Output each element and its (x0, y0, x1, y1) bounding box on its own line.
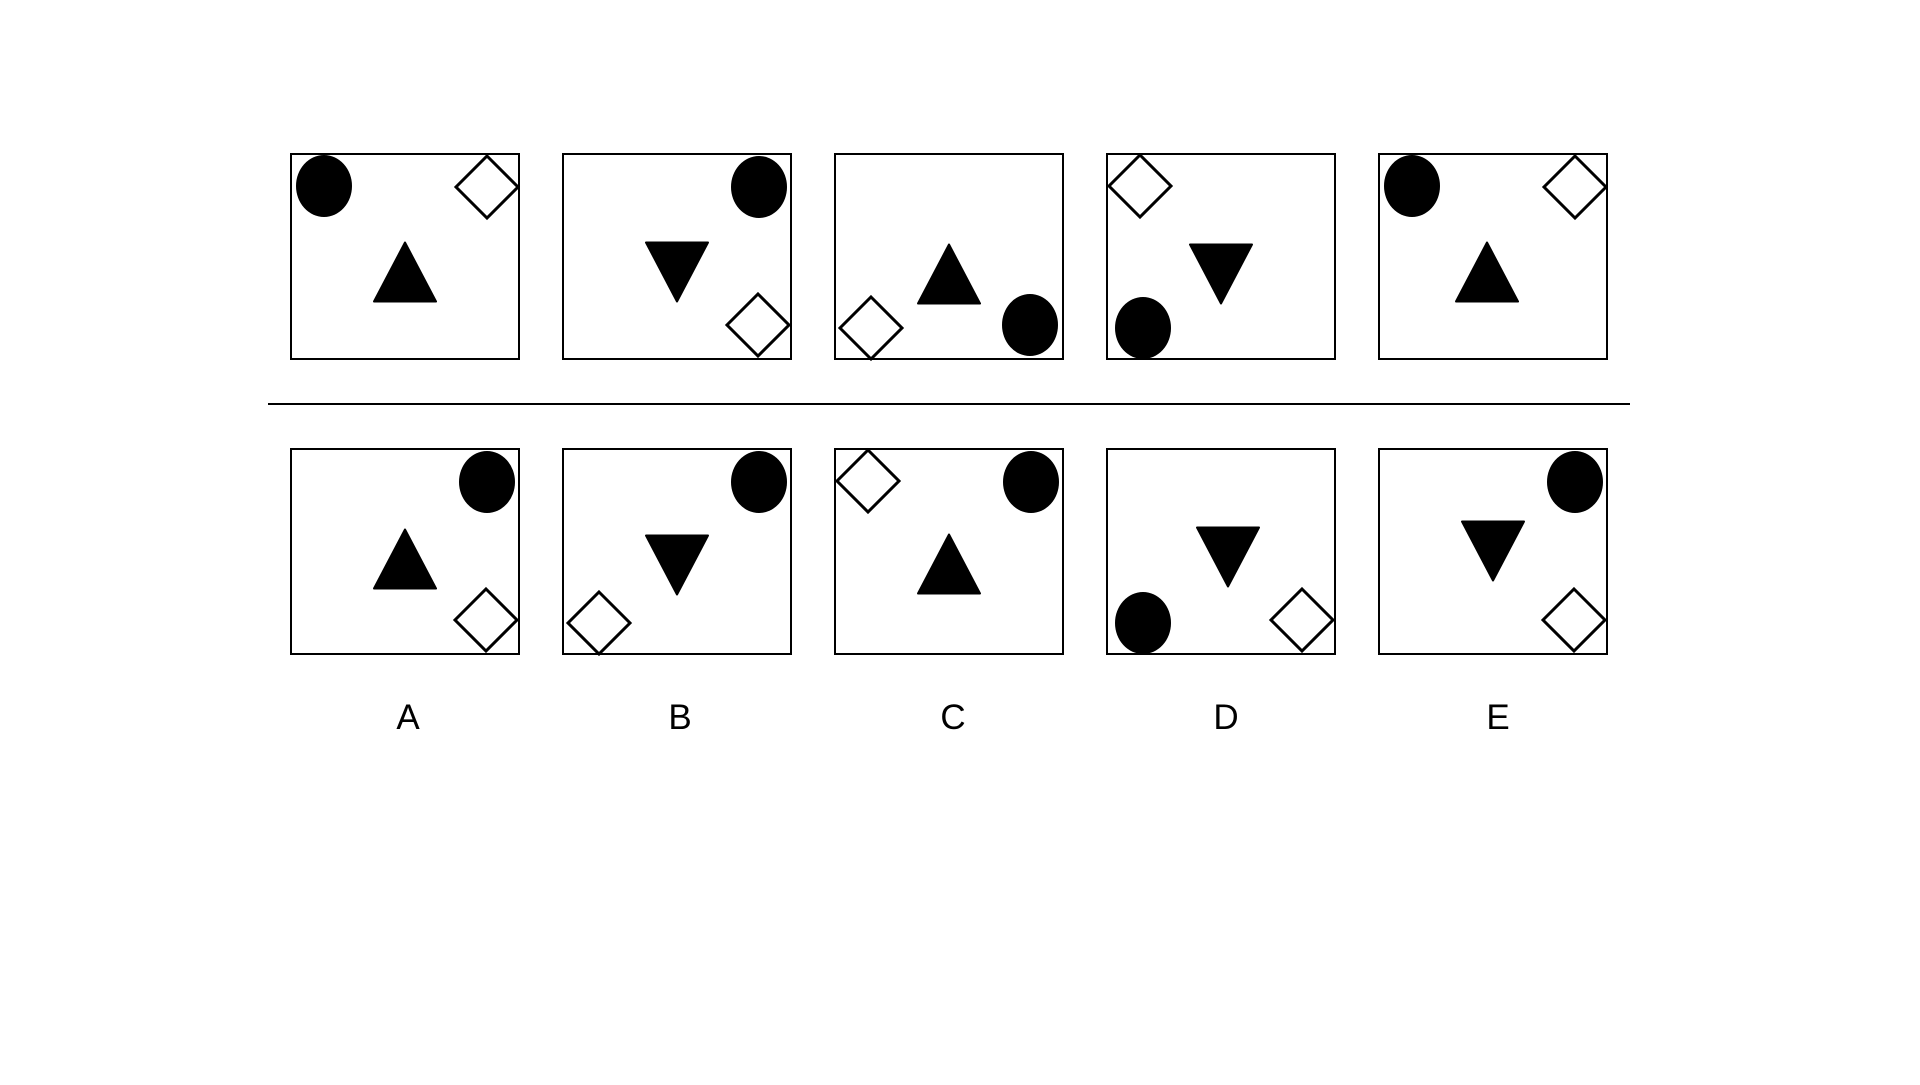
triangle-up-icon (917, 533, 981, 595)
triangle-up-icon (917, 243, 981, 305)
outline-diamond-icon (1540, 586, 1608, 654)
option-panel-d[interactable] (1106, 448, 1336, 655)
question-panel-4 (1106, 152, 1336, 360)
panel-frame (834, 153, 1064, 360)
option-panel-c[interactable] (834, 447, 1064, 655)
filled-circle-icon (1002, 294, 1058, 356)
triangle-down-icon (1461, 520, 1525, 582)
filled-circle-icon (1384, 155, 1440, 217)
filled-circle-icon (731, 156, 787, 218)
option-label-b[interactable]: B (668, 698, 692, 737)
triangle-up-icon (373, 528, 437, 590)
outline-diamond-icon (452, 586, 520, 654)
outline-diamond-icon (837, 294, 905, 362)
filled-circle-icon (296, 155, 352, 217)
filled-circle-icon (1115, 592, 1171, 654)
panel-frame (1106, 153, 1336, 360)
panel-frame (1378, 448, 1608, 655)
triangle-down-icon (645, 241, 709, 303)
panel-frame (290, 153, 520, 360)
outline-diamond-icon (1268, 586, 1336, 654)
question-panel-3 (834, 153, 1064, 362)
outline-diamond-icon (724, 291, 792, 359)
panel-frame (834, 448, 1064, 655)
panel-frame (562, 448, 792, 655)
question-panel-1 (290, 153, 521, 360)
panel-frame (290, 448, 520, 655)
filled-circle-icon (731, 451, 787, 513)
option-label-e[interactable]: E (1486, 698, 1510, 737)
filled-circle-icon (1003, 451, 1059, 513)
panel-frame (562, 153, 792, 360)
triangle-up-icon (373, 241, 437, 303)
question-panel-5 (1378, 153, 1609, 360)
filled-circle-icon (459, 451, 515, 513)
panel-frame (1106, 448, 1336, 655)
triangle-down-icon (1189, 243, 1253, 305)
outline-diamond-icon (453, 153, 521, 221)
panel-frame (1378, 153, 1608, 360)
outline-diamond-icon (565, 589, 633, 657)
outline-diamond-icon (834, 447, 902, 515)
outline-diamond-icon (1106, 152, 1174, 220)
triangle-down-icon (1196, 526, 1260, 588)
option-panel-b[interactable] (562, 448, 792, 657)
option-panel-e[interactable] (1378, 448, 1608, 655)
option-label-a[interactable]: A (396, 698, 420, 737)
question-panel-2 (562, 153, 792, 360)
outline-diamond-icon (1541, 153, 1609, 221)
option-label-d[interactable]: D (1213, 698, 1239, 737)
filled-circle-icon (1115, 297, 1171, 359)
triangle-down-icon (645, 534, 709, 596)
filled-circle-icon (1547, 451, 1603, 513)
option-panel-a[interactable] (290, 448, 520, 655)
triangle-up-icon (1455, 241, 1519, 303)
option-label-c[interactable]: C (940, 698, 966, 737)
